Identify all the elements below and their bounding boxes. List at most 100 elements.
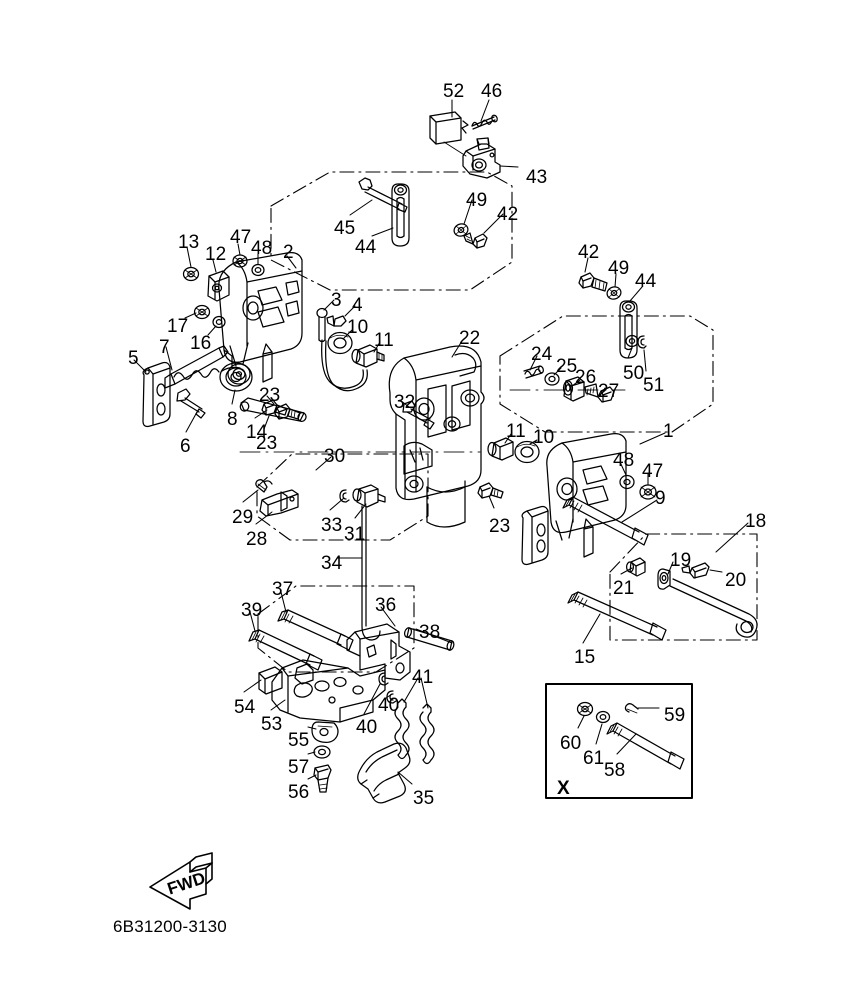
callout-53: 53 xyxy=(261,714,283,735)
part-5 xyxy=(142,361,171,428)
part-16 xyxy=(212,315,226,329)
callout-50: 50 xyxy=(623,363,645,384)
part-8 xyxy=(219,362,253,392)
part-32 xyxy=(402,400,435,430)
part-10-upper xyxy=(327,331,353,355)
callout-47: 47 xyxy=(230,227,252,248)
callout-42: 42 xyxy=(497,204,519,225)
callout-49: 49 xyxy=(466,190,488,211)
part-44-upper xyxy=(391,183,410,247)
part-37 xyxy=(277,609,354,651)
part-48-lower xyxy=(619,474,635,490)
part-48-upper xyxy=(251,263,265,277)
part-60 xyxy=(576,701,594,717)
part-54 xyxy=(258,666,283,695)
callout-59: 59 xyxy=(664,705,686,726)
part-17 xyxy=(193,304,211,320)
callout-30: 30 xyxy=(324,446,346,467)
callout-18: 18 xyxy=(745,511,767,532)
callout-31: 31 xyxy=(344,524,366,545)
fwd-arrow xyxy=(149,852,213,910)
callout-44: 44 xyxy=(635,271,657,292)
detail-box-label: X xyxy=(557,778,570,799)
callout-28: 28 xyxy=(246,529,268,550)
callout-5: 5 xyxy=(128,348,139,369)
part-19 xyxy=(657,568,671,590)
callout-21: 21 xyxy=(613,578,635,599)
part-1 xyxy=(521,433,627,566)
part-12 xyxy=(207,270,230,302)
callout-17: 17 xyxy=(167,316,189,337)
callout-61: 61 xyxy=(583,748,605,769)
part-43 xyxy=(462,137,501,179)
part-6 xyxy=(176,388,206,419)
callout-35: 35 xyxy=(413,788,435,809)
callout-41: 41 xyxy=(412,667,434,688)
part-9 xyxy=(562,496,649,546)
part-23-c xyxy=(477,482,504,499)
callout-54: 54 xyxy=(234,697,256,718)
part-61 xyxy=(595,710,611,724)
callout-3: 3 xyxy=(331,290,342,311)
part-18 xyxy=(669,578,758,638)
callout-23: 23 xyxy=(256,433,278,454)
part-56 xyxy=(313,764,332,793)
callout-16: 16 xyxy=(190,333,212,354)
part-42-upper xyxy=(463,232,488,249)
callout-13: 13 xyxy=(178,232,200,253)
callout-10: 10 xyxy=(533,427,555,448)
callout-25: 25 xyxy=(556,356,578,377)
callout-37: 37 xyxy=(272,579,294,600)
callout-1: 1 xyxy=(663,421,674,442)
part-55 xyxy=(311,721,339,743)
part-33 xyxy=(339,489,350,503)
part-3 xyxy=(316,307,328,343)
part-10-lower xyxy=(514,440,540,464)
part-49-right xyxy=(606,286,622,300)
callout-36: 36 xyxy=(375,595,397,616)
callout-40: 40 xyxy=(378,695,400,716)
callout-46: 46 xyxy=(481,81,503,102)
part-49-upper xyxy=(453,223,469,237)
part-4-upper xyxy=(326,315,347,327)
leader-lines xyxy=(133,99,749,785)
part-59 xyxy=(624,703,639,714)
callout-52: 52 xyxy=(443,81,465,102)
callout-27: 27 xyxy=(598,381,620,402)
part-23-a xyxy=(274,403,301,420)
part-40-b xyxy=(378,672,389,686)
callout-11: 11 xyxy=(374,330,394,351)
callout-60: 60 xyxy=(560,733,582,754)
callout-14: 14 xyxy=(246,422,268,443)
part-20 xyxy=(681,562,710,579)
callout-42: 42 xyxy=(578,242,600,263)
callout-47: 47 xyxy=(642,461,664,482)
part-58 xyxy=(606,722,685,770)
part-41 xyxy=(394,698,435,765)
callout-9: 9 xyxy=(655,488,666,509)
callout-43: 43 xyxy=(526,167,548,188)
part-31 xyxy=(352,484,386,508)
part-29 xyxy=(255,479,273,493)
part-25 xyxy=(544,372,560,386)
part-47-lower xyxy=(639,484,657,500)
part-27 xyxy=(584,383,615,403)
callout-29: 29 xyxy=(232,507,254,528)
part-11-lower xyxy=(487,437,514,461)
part-36 xyxy=(346,623,411,681)
callout-40: 40 xyxy=(356,717,378,738)
callout-51: 51 xyxy=(643,375,665,396)
callout-23: 23 xyxy=(259,385,281,406)
callout-22: 22 xyxy=(459,328,481,349)
part-11-upper xyxy=(351,344,385,368)
part-42-right xyxy=(578,272,608,292)
callout-6: 6 xyxy=(180,436,191,457)
callout-55: 55 xyxy=(288,730,310,751)
part-13 xyxy=(182,266,200,282)
callout-48: 48 xyxy=(613,450,635,471)
callout-45: 45 xyxy=(334,218,356,239)
part-52 xyxy=(429,111,462,145)
part-21 xyxy=(625,557,646,577)
